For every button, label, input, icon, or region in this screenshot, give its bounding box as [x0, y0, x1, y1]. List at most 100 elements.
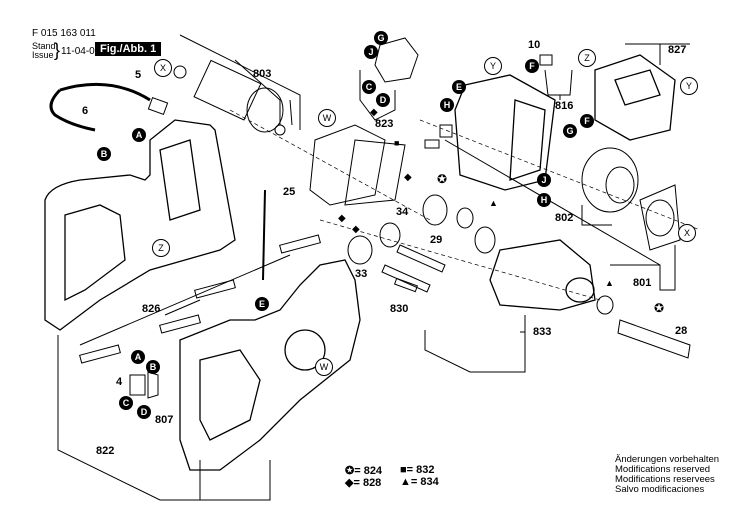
legend-value: = 832 — [406, 464, 435, 476]
ref-x-endplate: X — [678, 224, 696, 242]
bracket-802 — [581, 205, 612, 226]
legend-item-828: ◆= 828 — [345, 476, 381, 489]
legend-item-834: ▲= 834 — [400, 476, 439, 488]
diamond-marker-icon: ◆ — [352, 224, 360, 235]
bracket-816 — [544, 69, 573, 100]
connector-a-badge-switch: A — [131, 350, 145, 364]
note-spanish: Salvo modificaciones — [615, 484, 705, 495]
ref-w-handle: W — [315, 358, 333, 376]
part-number-807[interactable]: 807 — [155, 414, 174, 426]
star-circle-marker-icon: ✪ — [654, 301, 665, 315]
rear-cover — [594, 54, 676, 141]
connector-g-badge-module: G — [374, 31, 388, 45]
diamond-marker-icon: ◆ — [404, 172, 412, 183]
part-number-4[interactable]: 4 — [116, 376, 123, 388]
connector-h-badge-housing: H — [440, 98, 454, 112]
spindle — [596, 295, 691, 359]
bearing-plate — [309, 124, 406, 206]
star-circle-marker-icon: ✪ — [437, 172, 448, 186]
connector-a-badge: A — [132, 128, 146, 142]
stand-label: Stand — [32, 41, 56, 51]
triangle-marker-icon: ▲ — [605, 278, 614, 288]
armature — [173, 59, 286, 136]
part-number-827[interactable]: 827 — [668, 44, 687, 56]
star-circle-legend-icon: ✪ — [345, 465, 355, 477]
connector-d-badge-module: D — [376, 93, 390, 107]
issue-date: 11-04-05 — [61, 46, 101, 57]
part-number-33[interactable]: 33 — [355, 268, 368, 280]
cable-strips — [79, 234, 321, 364]
bracket-823 — [359, 70, 396, 121]
connector-g-badge-coil: G — [563, 124, 577, 138]
legend-value: = 824 — [354, 465, 383, 477]
part-number-823[interactable]: 823 — [375, 118, 394, 130]
legend-value: = 828 — [353, 477, 382, 489]
connector-j-badge-module: J — [364, 45, 378, 59]
power-cord — [49, 82, 169, 132]
connector-c-badge-module: C — [362, 80, 376, 94]
ref-x-armature: X — [154, 59, 172, 77]
assembly-lines — [229, 109, 701, 301]
ref-z-handle: Z — [152, 239, 170, 257]
diamond-marker-icon: ◆ — [338, 213, 346, 224]
part-number-10[interactable]: 10 — [528, 39, 541, 51]
connector-f-badge-coil: F — [580, 114, 594, 128]
part-number-802[interactable]: 802 — [555, 212, 574, 224]
diamond-marker-icon: ◆ — [370, 107, 378, 118]
end-plate — [639, 184, 681, 251]
part-number-34[interactable]: 34 — [396, 206, 409, 218]
ref-w-plate: W — [318, 109, 336, 127]
issue-label: Issue — [32, 50, 54, 60]
diamond-legend-icon: ◆ — [345, 477, 354, 489]
ref-y-housing: Y — [484, 57, 502, 75]
part-number-6[interactable]: 6 — [82, 105, 89, 117]
connector-b-badge-switch: B — [146, 360, 160, 374]
electronic-module — [374, 37, 419, 83]
bracket-826 — [79, 254, 291, 346]
connector-d-badge-switch: D — [137, 405, 151, 419]
gears — [347, 194, 496, 265]
bracket-827 — [625, 43, 690, 65]
connector-e-badge-module: E — [452, 80, 466, 94]
bracket-822 — [57, 335, 271, 501]
connector-h-badge-coil: H — [537, 193, 551, 207]
part-number-826[interactable]: 826 — [142, 303, 161, 315]
figure-label: Fig./Abb. 1 — [95, 42, 162, 56]
motor-housing — [454, 74, 556, 191]
square-legend-icon: ■ — [400, 464, 407, 476]
gear-housing — [489, 239, 596, 311]
part-number-29[interactable]: 29 — [430, 234, 443, 246]
connector-f-badge-brush: F — [525, 59, 539, 73]
legend-item-832: ■= 832 — [400, 464, 435, 476]
shafts — [381, 244, 446, 293]
part-number-801[interactable]: 801 — [633, 277, 652, 289]
note-french: Modifications reservees — [615, 474, 715, 485]
connector-e-badge-cable: E — [255, 297, 269, 311]
ref-y-cover: Y — [680, 77, 698, 95]
note-german: Änderungen vorbehalten — [615, 454, 720, 465]
ref-z-cover: Z — [578, 49, 596, 67]
bracket-833 — [424, 315, 526, 373]
connector-j-badge-coil: J — [537, 173, 551, 187]
triangle-marker-icon: ▲ — [489, 198, 498, 208]
part-number-5[interactable]: 5 — [135, 69, 142, 81]
square-marker-icon: ■ — [394, 138, 400, 148]
triangle-legend-icon: ▲ — [400, 476, 411, 488]
switch — [129, 371, 159, 399]
brace: } — [54, 40, 61, 60]
part-number-803[interactable]: 803 — [253, 68, 272, 80]
part-number-28[interactable]: 28 — [675, 325, 688, 337]
handle-frame-rear — [44, 119, 236, 331]
connector-c-badge-switch: C — [119, 396, 133, 410]
legend-value: = 834 — [410, 476, 439, 488]
legend-item-824: ✪= 824 — [345, 464, 382, 477]
part-number-822[interactable]: 822 — [96, 445, 115, 457]
part-number-830[interactable]: 830 — [390, 303, 409, 315]
handle-frame-front — [179, 259, 361, 471]
part-number-816[interactable]: 816 — [555, 100, 574, 112]
bracket-803 — [179, 34, 301, 130]
part-number-833[interactable]: 833 — [533, 326, 552, 338]
field-coil — [581, 147, 639, 213]
part-number-25[interactable]: 25 — [283, 186, 296, 198]
